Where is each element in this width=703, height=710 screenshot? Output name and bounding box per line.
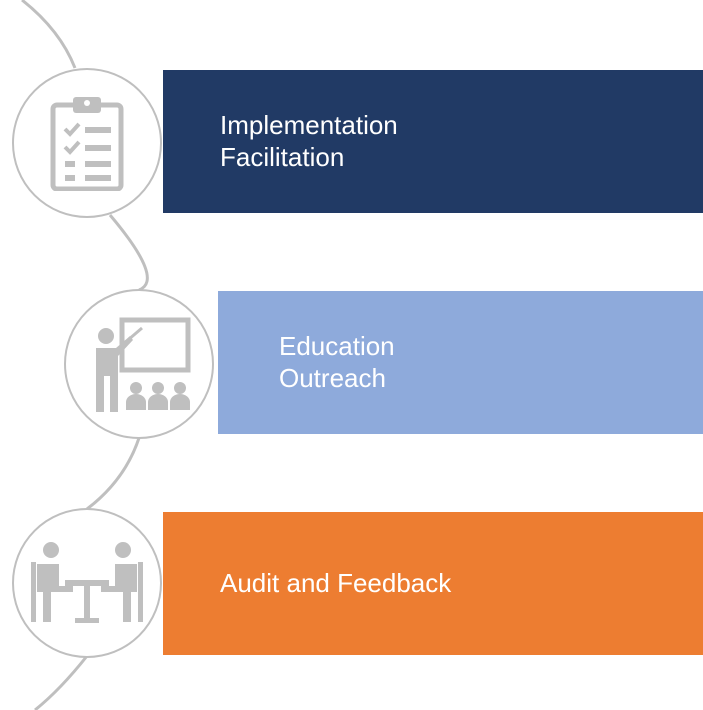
step-label: Audit and Feedback xyxy=(220,567,452,598)
step-label: Implementation Facilitation xyxy=(220,110,398,172)
step-icon-circle xyxy=(64,289,214,439)
step-icon-circle xyxy=(12,68,162,218)
presenter-audience-icon xyxy=(96,317,191,412)
step-audit-feedback: Audit and Feedback xyxy=(163,512,703,655)
step-implementation-facilitation: Implementation Facilitation xyxy=(163,70,703,213)
step-education-outreach: Education Outreach xyxy=(218,291,703,434)
clipboard-checklist-icon xyxy=(50,97,124,191)
step-label: Education Outreach xyxy=(279,331,395,393)
step-icon-circle xyxy=(12,508,162,658)
meeting-table-icon xyxy=(31,542,143,623)
